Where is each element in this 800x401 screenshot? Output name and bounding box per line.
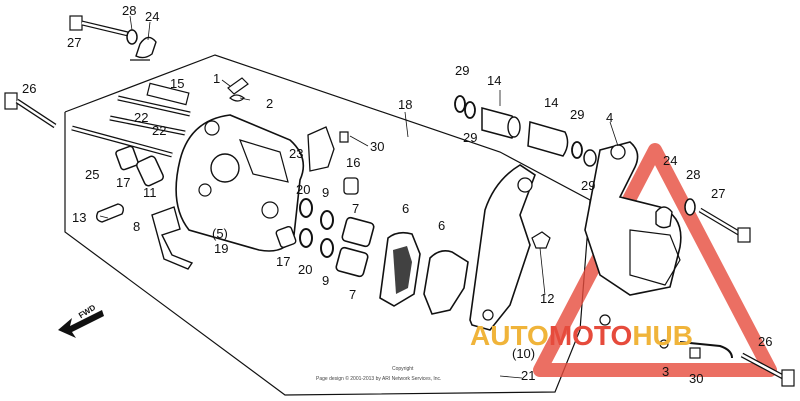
callout-21: 21 <box>521 368 536 383</box>
callout-17-upper: 17 <box>116 175 131 190</box>
callout-7-lower: 7 <box>349 287 357 302</box>
callout-6-left: 6 <box>402 201 410 216</box>
cap-2 <box>229 94 245 102</box>
seal-9-upper <box>320 210 334 230</box>
callout-5: (5) <box>212 226 228 241</box>
callout-9-lower: 9 <box>322 273 330 288</box>
spring-plate-8 <box>151 206 194 270</box>
clip-24-top <box>135 36 157 59</box>
callout-29-b: 29 <box>463 130 478 145</box>
callout-19: 19 <box>214 241 229 256</box>
callout-18: 18 <box>398 97 413 112</box>
bush-11 <box>136 155 164 187</box>
bracket-21 <box>469 164 536 331</box>
screw-30-lower <box>689 347 701 359</box>
watermark-text-hub: HUB <box>632 320 693 351</box>
watermark-text-moto: MOTO <box>548 320 633 351</box>
hose-line <box>679 341 733 359</box>
washer-28-right <box>684 198 696 216</box>
bolt-15 <box>146 82 190 106</box>
callout-14-b: 14 <box>544 95 559 110</box>
callout-3: 3 <box>662 364 670 379</box>
callout-23: 23 <box>289 146 304 161</box>
plate-23 <box>307 126 335 172</box>
shaft-14-b <box>527 121 569 157</box>
copyright-label: Copyright <box>392 366 414 372</box>
bolt-27-top <box>69 15 129 37</box>
callout-20-lower: 20 <box>298 262 313 277</box>
footer-text: Page design © 2001-2013 by ARI Network S… <box>316 376 442 382</box>
leader-lines <box>99 15 619 379</box>
callout-30-upper: 30 <box>370 139 385 154</box>
watermark-text: AUTOMOTOHUB <box>470 322 693 350</box>
piston-7-upper <box>341 216 375 248</box>
screw-30-upper <box>339 131 349 143</box>
oring-29-a <box>454 95 466 113</box>
brake-pad-6-right <box>423 250 469 315</box>
washer-28-top <box>126 29 138 45</box>
bolt-26-left <box>4 92 57 129</box>
callout-4: 4 <box>606 110 614 125</box>
callout-17-lower: 17 <box>276 254 291 269</box>
oring-29-b <box>464 101 476 119</box>
plug-16 <box>343 177 359 195</box>
oring-29-c <box>571 141 583 159</box>
callout-6-right: 6 <box>438 218 446 233</box>
callout-10: (10) <box>512 346 536 361</box>
callout-28-top: 28 <box>122 3 137 18</box>
bleed-screw-1 <box>227 77 249 95</box>
caliper-assembly-4 <box>584 141 682 326</box>
callout-24-right: 24 <box>663 153 678 168</box>
callout-8: 8 <box>133 219 141 234</box>
callout-14-a: 14 <box>487 73 502 88</box>
callout-11: 11 <box>143 185 157 200</box>
callout-13: 13 <box>72 210 87 225</box>
seal-20-upper <box>299 198 313 218</box>
callout-22-a: 22 <box>134 110 149 125</box>
clip-24-right <box>655 206 673 229</box>
callout-25: 25 <box>85 167 100 182</box>
seal-9-lower <box>320 238 334 258</box>
callout-16: 16 <box>346 155 361 170</box>
callout-30-lower: 30 <box>689 371 704 386</box>
sleeve-17-upper <box>115 145 139 171</box>
piston-7-lower <box>335 246 369 278</box>
bolt-27-right <box>698 207 751 243</box>
callout-7-upper: 7 <box>352 201 360 216</box>
callout-26-right: 26 <box>758 334 773 349</box>
watermark-text-auto: AUTO <box>470 320 549 351</box>
callout-28-right: 28 <box>686 167 701 182</box>
callout-9-upper: 9 <box>322 185 330 200</box>
callout-29-d: 29 <box>581 178 596 193</box>
bolt-26-right <box>740 352 795 387</box>
callout-27-top: 27 <box>67 35 82 50</box>
callout-2: 2 <box>266 96 274 111</box>
callout-15: 15 <box>170 76 185 91</box>
callout-24-top: 24 <box>145 9 160 24</box>
caliper-body-19 <box>175 114 305 252</box>
retainer-12 <box>531 231 551 249</box>
link-13 <box>95 203 125 223</box>
callout-1: 1 <box>213 71 221 86</box>
sleeve-17-lower <box>275 225 297 249</box>
callout-27-right: 27 <box>711 186 726 201</box>
screw-3 <box>659 339 669 349</box>
callout-12: 12 <box>540 291 555 306</box>
seal-20-lower <box>299 228 313 248</box>
callout-26-left: 26 <box>22 81 37 96</box>
callout-29-a: 29 <box>455 63 470 78</box>
callout-20-upper: 20 <box>296 182 311 197</box>
callout-22-b: 22 <box>152 123 167 138</box>
assembly-frame <box>64 54 591 396</box>
callout-29-c: 29 <box>570 107 585 122</box>
